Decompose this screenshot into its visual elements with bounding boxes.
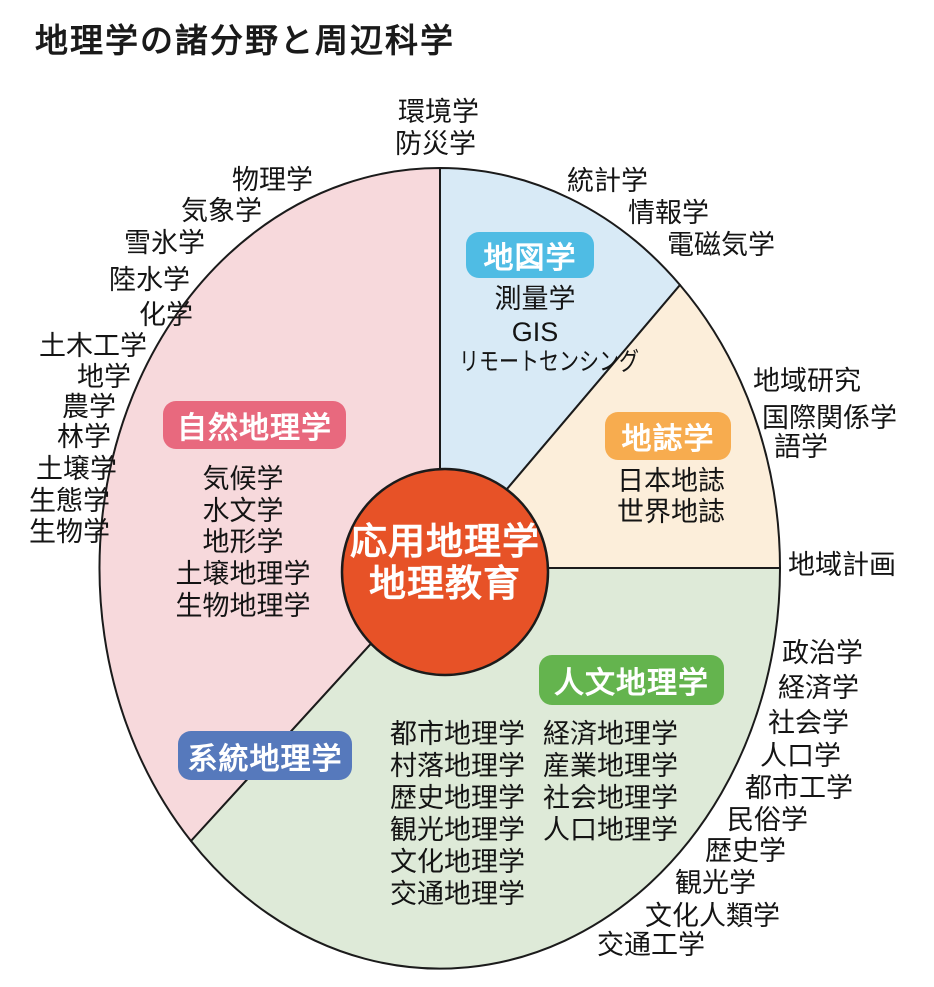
peripheral-science-label: 人口学 xyxy=(760,741,841,771)
peripheral-science-label: 文化人類学 xyxy=(645,901,780,931)
page-title: 地理学の諸分野と周辺科学 xyxy=(35,22,455,59)
subfield-label: 地形学 xyxy=(202,527,284,557)
peripheral-science-label: 土壌学 xyxy=(36,454,117,484)
chorography-pill: 地誌学 xyxy=(605,412,731,460)
peripheral-science-label: 統計学 xyxy=(567,166,648,196)
peripheral-science-label: 林学 xyxy=(57,422,111,452)
cartography-pill: 地図学 xyxy=(466,232,594,278)
peripheral-science-label: 語学 xyxy=(774,432,828,462)
subfield-label: 世界地誌 xyxy=(617,497,725,527)
subfield-label: 水文学 xyxy=(202,496,284,526)
peripheral-science-label: 情報学 xyxy=(628,198,709,228)
peripheral-science-label: 陸水学 xyxy=(109,265,190,295)
peripheral-science-label: 地域研究 xyxy=(753,366,861,396)
subfield-label: 土壌地理学 xyxy=(175,559,311,589)
peripheral-science-label: 政治学 xyxy=(782,638,863,668)
subfield-label: 観光地理学 xyxy=(390,815,525,845)
peripheral-science-label: 化学 xyxy=(139,300,193,330)
peripheral-science-label: 防災学 xyxy=(395,129,476,159)
physical-geography-pill: 自然地理学 xyxy=(163,401,346,449)
center-line-1: 応用地理学 xyxy=(350,521,540,562)
peripheral-science-label: 生態学 xyxy=(29,486,110,516)
peripheral-science-label: 農学 xyxy=(62,392,116,422)
subfield-label: 社会地理学 xyxy=(543,783,678,813)
applied-geography-label: 応用地理学 地理教育 xyxy=(325,521,565,605)
peripheral-science-label: 交通工学 xyxy=(597,930,705,960)
peripheral-science-label: 電磁気学 xyxy=(667,230,775,260)
peripheral-science-label: 経済学 xyxy=(778,673,859,703)
center-line-2: 地理教育 xyxy=(369,563,521,604)
peripheral-science-label: 地域計画 xyxy=(788,550,896,580)
peripheral-science-label: 観光学 xyxy=(675,868,756,898)
peripheral-science-label: 生物学 xyxy=(29,517,110,547)
subfield-label: 人口地理学 xyxy=(543,815,678,845)
subfield-label: 気候学 xyxy=(202,464,284,494)
human-geography-pill: 人文地理学 xyxy=(539,655,724,705)
peripheral-science-label: 歴史学 xyxy=(705,836,786,866)
subfield-label: リモートセンシング xyxy=(459,348,640,376)
peripheral-science-label: 都市工学 xyxy=(745,773,853,803)
subfield-label: 経済地理学 xyxy=(543,719,678,749)
subfield-label: 文化地理学 xyxy=(390,847,525,877)
applied-geography-circle xyxy=(340,467,550,677)
subfield-label: 測量学 xyxy=(494,284,576,314)
sector-physical-geography-area xyxy=(98,166,441,842)
subfield-label: 都市地理学 xyxy=(390,719,525,749)
subfield-label: 日本地誌 xyxy=(617,466,725,496)
peripheral-science-label: 国際関係学 xyxy=(762,403,897,433)
subfield-label: 交通地理学 xyxy=(390,879,525,909)
peripheral-science-label: 社会学 xyxy=(768,708,849,738)
peripheral-science-label: 気象学 xyxy=(181,196,262,226)
subfield-label: 産業地理学 xyxy=(543,751,678,781)
peripheral-science-label: 土木工学 xyxy=(39,331,147,361)
peripheral-science-label: 民俗学 xyxy=(727,805,808,835)
subfield-label: 村落地理学 xyxy=(390,751,525,781)
peripheral-science-label: 物理学 xyxy=(232,165,313,195)
peripheral-science-label: 雪氷学 xyxy=(124,228,205,258)
subfield-label: 生物地理学 xyxy=(175,591,311,621)
subfield-label: GIS xyxy=(511,317,559,347)
peripheral-science-label: 地学 xyxy=(77,362,131,392)
peripheral-science-label: 環境学 xyxy=(398,97,479,127)
systematic-geography-pill: 系統地理学 xyxy=(178,731,352,780)
subfield-label: 歴史地理学 xyxy=(390,783,525,813)
